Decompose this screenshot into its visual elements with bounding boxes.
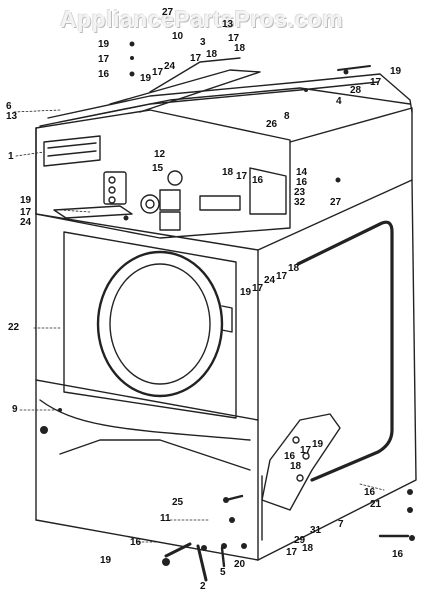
part-label: 17 [252,283,264,294]
part-label: 14 [296,167,308,178]
part-label: 13 [6,111,18,122]
part-label: 27 [330,197,342,208]
part-label: 28 [350,85,362,96]
part-label: 5 [220,567,226,578]
part-label: 15 [152,163,164,174]
part-label: 6 [6,101,12,112]
part-label: 16 [252,175,264,186]
part-label: 19 [240,287,252,298]
part-label: 19 [312,439,324,450]
fasteners [40,41,415,566]
part-label: 16 [364,487,376,498]
part-label: 27 [162,7,174,18]
part-label: 10 [172,31,184,42]
part-label: 17 [152,67,164,78]
part-label: 19 [390,66,402,77]
part-label: 24 [264,275,276,286]
control-panel [35,109,291,239]
part-label: 31 [310,525,322,536]
part-label: 17 [228,33,240,44]
part-label: 32 [294,197,306,208]
part-label: 17 [190,53,202,64]
part-label: 12 [154,149,166,160]
part-label: 29 [294,535,306,546]
part-label: 8 [284,111,290,122]
part-label: 1 [8,151,14,162]
part-label: 21 [370,499,382,510]
part-label: 17 [286,547,298,558]
door [63,231,237,419]
part-label: 18 [206,49,218,60]
part-label: 18 [222,167,234,178]
part-label: 16 [284,451,296,462]
part-label: 13 [222,19,234,30]
leader-lines [13,109,385,543]
part-label: 18 [288,263,300,274]
top-frame [39,57,413,127]
part-label: 17 [276,271,288,282]
part-label: 22 [8,322,20,333]
part-label: 25 [172,497,184,508]
part-label: 2 [200,581,206,592]
part-label: 18 [302,543,314,554]
hinge [261,413,341,541]
part-label: 16 [296,177,308,188]
part-label: 4 [336,96,342,107]
part-label: 16 [130,537,142,548]
part-label: 17 [300,445,312,456]
part-label: 24 [164,61,176,72]
part-label: 19 [98,39,110,50]
part-label: 17 [370,77,382,88]
part-label: 16 [392,549,404,560]
part-label: 24 [20,217,32,228]
part-label: 17 [20,207,32,218]
part-label: 23 [294,187,306,198]
cabinet [35,107,417,561]
part-label: 3 [200,37,206,48]
watermark: AppliancePartsPros.com [60,6,344,32]
part-label: 17 [236,171,248,182]
part-label: 26 [266,119,278,130]
part-label: 17 [98,54,110,65]
part-label: 20 [234,559,246,570]
part-label: 11 [160,513,171,524]
part-label: 16 [98,69,110,80]
part-label: 7 [338,519,344,530]
part-label: 19 [140,73,152,84]
part-label: 19 [100,555,112,566]
part-label: 19 [20,195,32,206]
part-label: 18 [234,43,246,54]
door-seal [296,220,394,482]
screws [164,65,410,582]
part-label: 18 [290,461,302,472]
part-label: 9 [12,404,18,415]
